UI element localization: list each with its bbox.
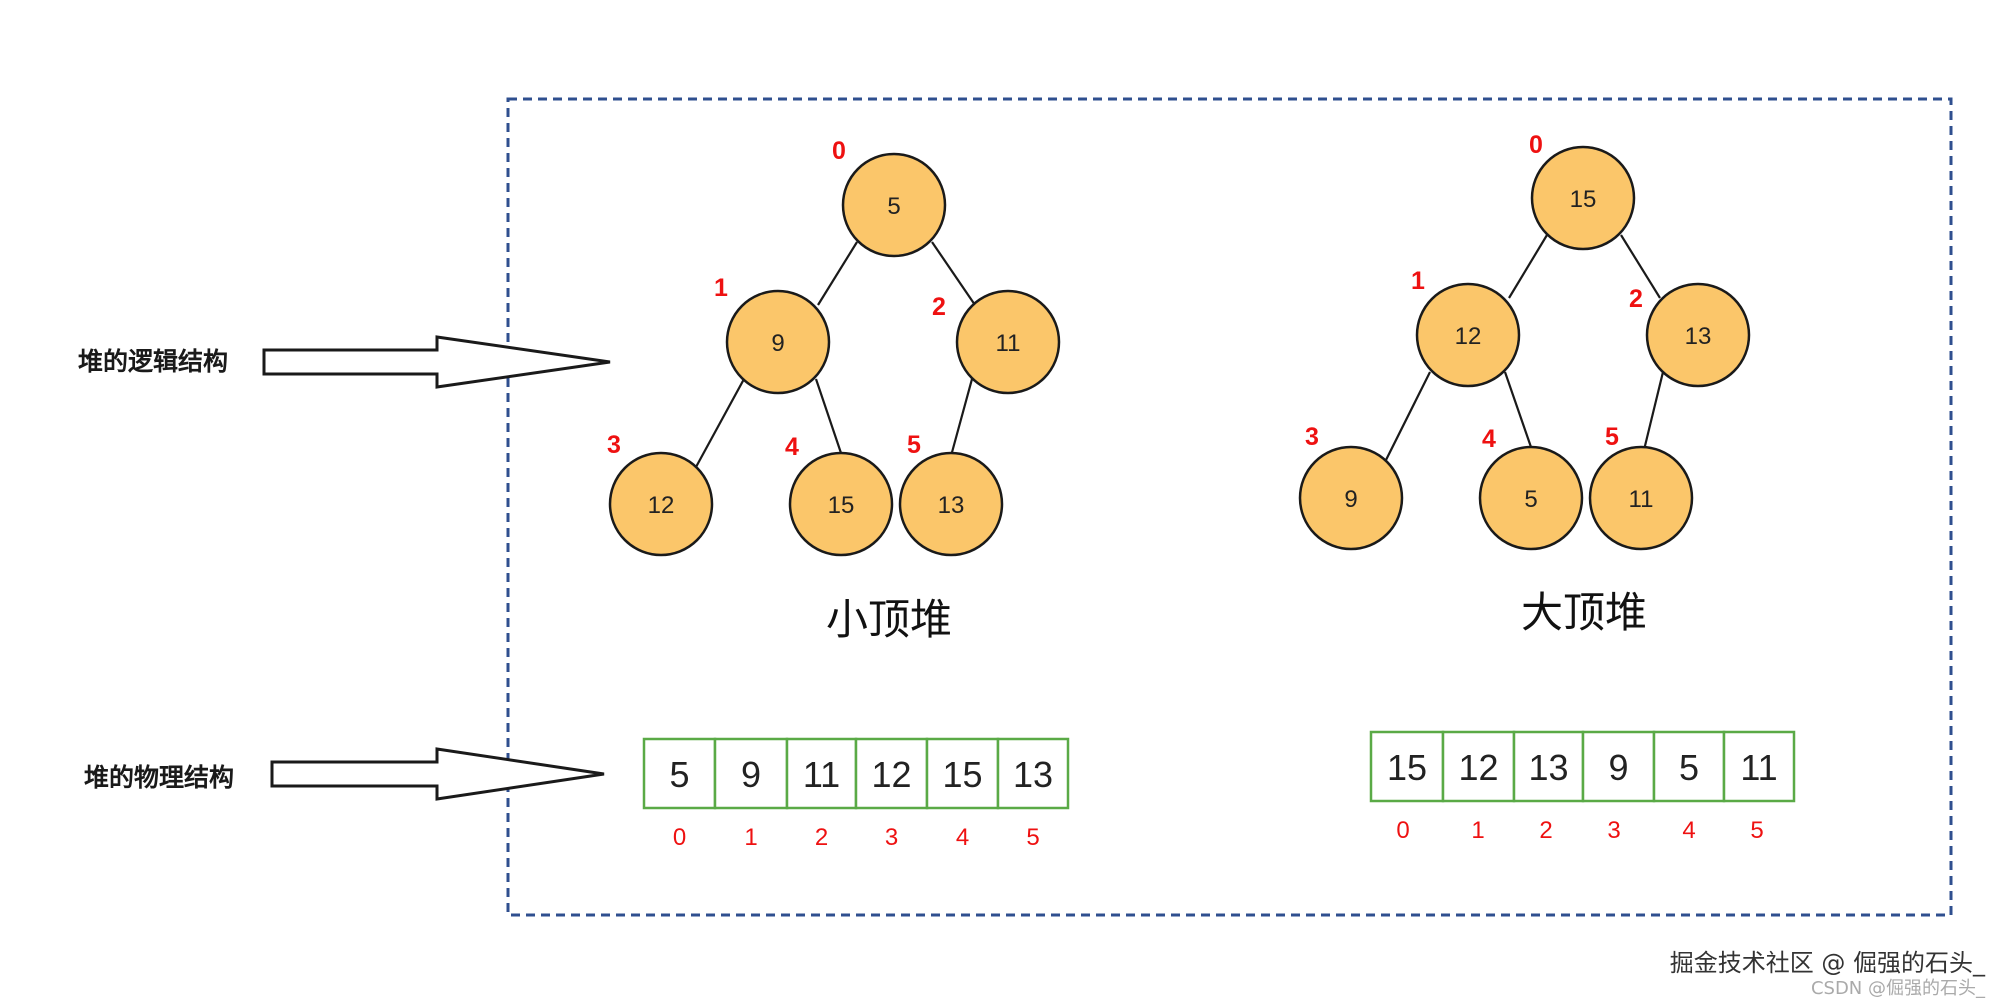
edge-0-1 <box>1508 234 1548 299</box>
cell-index: 0 <box>1396 817 1409 844</box>
cell-index: 1 <box>744 824 757 851</box>
node-index: 2 <box>1629 285 1643 313</box>
cell-value: 12 <box>871 754 911 795</box>
edge-0-1 <box>817 241 858 306</box>
edge-1-3 <box>1384 371 1431 463</box>
array-cell: 9 3 <box>1581 730 1656 844</box>
node-index: 3 <box>1305 423 1319 451</box>
cell-value: 15 <box>1387 747 1427 788</box>
array-cell: 12 1 <box>1441 730 1516 844</box>
max-heap-array: 15 0 12 1 13 2 9 3 5 4 11 5 <box>1369 730 1796 844</box>
cell-index: 2 <box>1539 817 1552 844</box>
node-value: 11 <box>996 330 1021 357</box>
array-cell: 5 4 <box>1652 730 1726 844</box>
node-index: 3 <box>607 431 621 459</box>
cell-index: 3 <box>885 824 898 851</box>
edge-0-2 <box>931 241 976 306</box>
physical-structure-label: 堆的物理结构 <box>84 763 234 792</box>
max-node-5: 11 5 <box>1588 423 1694 551</box>
min-node-2: 11 2 <box>932 289 1061 395</box>
edge-1-4 <box>814 378 844 457</box>
max-heap-title: 大顶堆 <box>1521 588 1647 637</box>
node-index: 5 <box>907 431 921 459</box>
edge-0-2 <box>1620 234 1661 299</box>
cell-index: 5 <box>1026 824 1039 851</box>
cell-value: 9 <box>1608 747 1628 788</box>
cell-index: 1 <box>1471 817 1484 844</box>
max-node-4: 5 4 <box>1478 425 1584 551</box>
node-index: 0 <box>832 137 846 165</box>
node-index: 1 <box>714 274 728 302</box>
arrow-physical-icon <box>270 747 605 801</box>
cell-value: 13 <box>1013 754 1053 795</box>
cell-value: 15 <box>942 754 982 795</box>
array-cell: 15 4 <box>925 737 1000 851</box>
cell-value: 11 <box>803 754 840 795</box>
cell-value: 13 <box>1528 747 1568 788</box>
node-value: 13 <box>938 492 965 519</box>
cell-index: 4 <box>1682 817 1695 844</box>
max-heap-tree: 15 0 12 1 13 2 9 3 5 4 11 5 <box>1298 131 1751 551</box>
node-index: 5 <box>1605 423 1619 451</box>
node-value: 15 <box>828 492 855 519</box>
dashed-frame <box>506 97 1953 917</box>
node-value: 12 <box>648 492 675 519</box>
cell-value: 11 <box>1740 747 1777 788</box>
node-index: 0 <box>1529 131 1543 159</box>
array-cell: 13 2 <box>1512 730 1585 844</box>
max-node-2: 13 2 <box>1629 282 1751 388</box>
array-cell: 11 2 <box>785 737 858 851</box>
max-node-0: 15 0 <box>1529 131 1636 251</box>
array-cell: 9 1 <box>713 737 789 851</box>
cell-index: 5 <box>1750 817 1763 844</box>
edge-1-4 <box>1503 371 1534 451</box>
array-cell: 11 5 <box>1722 730 1796 844</box>
cell-index: 2 <box>815 824 828 851</box>
cell-value: 12 <box>1458 747 1498 788</box>
node-value: 9 <box>1344 486 1357 513</box>
node-value: 11 <box>1629 486 1654 513</box>
edge-1-3 <box>695 378 745 468</box>
min-node-4: 15 4 <box>785 433 894 557</box>
watermark-juejin: 掘金技术社区 @ 倔强的石头_ <box>1670 949 1986 977</box>
cell-index: 0 <box>673 824 686 851</box>
min-heap-array: 5 0 9 1 11 2 12 3 15 4 13 5 <box>642 737 1070 851</box>
node-index: 1 <box>1411 267 1425 295</box>
min-heap-title: 小顶堆 <box>826 595 952 644</box>
arrow-logical-icon <box>262 335 611 389</box>
cell-index: 4 <box>956 824 969 851</box>
cell-value: 5 <box>669 754 689 795</box>
array-cell: 15 0 <box>1369 730 1445 844</box>
min-node-3: 12 3 <box>607 431 714 557</box>
watermark-csdn: CSDN @倔强的石头_ <box>1811 978 1986 999</box>
node-value: 13 <box>1685 323 1712 350</box>
logical-structure-label: 堆的逻辑结构 <box>78 347 228 376</box>
edge-2-5 <box>1642 371 1665 451</box>
min-node-5: 13 5 <box>898 431 1004 557</box>
node-value: 9 <box>771 330 784 357</box>
max-node-3: 9 3 <box>1298 423 1404 551</box>
cell-value: 9 <box>741 754 761 795</box>
node-value: 5 <box>887 193 900 220</box>
min-node-0: 5 0 <box>832 137 947 258</box>
array-cell: 13 5 <box>996 737 1070 851</box>
min-heap-tree: 5 0 9 1 11 2 12 3 15 4 13 5 <box>607 137 1061 557</box>
node-index: 4 <box>1482 425 1496 453</box>
min-node-1: 9 1 <box>714 274 831 395</box>
array-cell: 5 0 <box>642 737 717 851</box>
array-cell: 12 3 <box>854 737 929 851</box>
cell-index: 3 <box>1607 817 1620 844</box>
max-node-1: 12 1 <box>1411 267 1521 388</box>
node-value: 5 <box>1524 486 1537 513</box>
node-index: 4 <box>785 433 799 461</box>
node-value: 12 <box>1455 323 1482 350</box>
edge-2-5 <box>949 378 974 457</box>
cell-value: 5 <box>1679 747 1699 788</box>
node-value: 15 <box>1570 186 1597 213</box>
node-index: 2 <box>932 293 946 321</box>
